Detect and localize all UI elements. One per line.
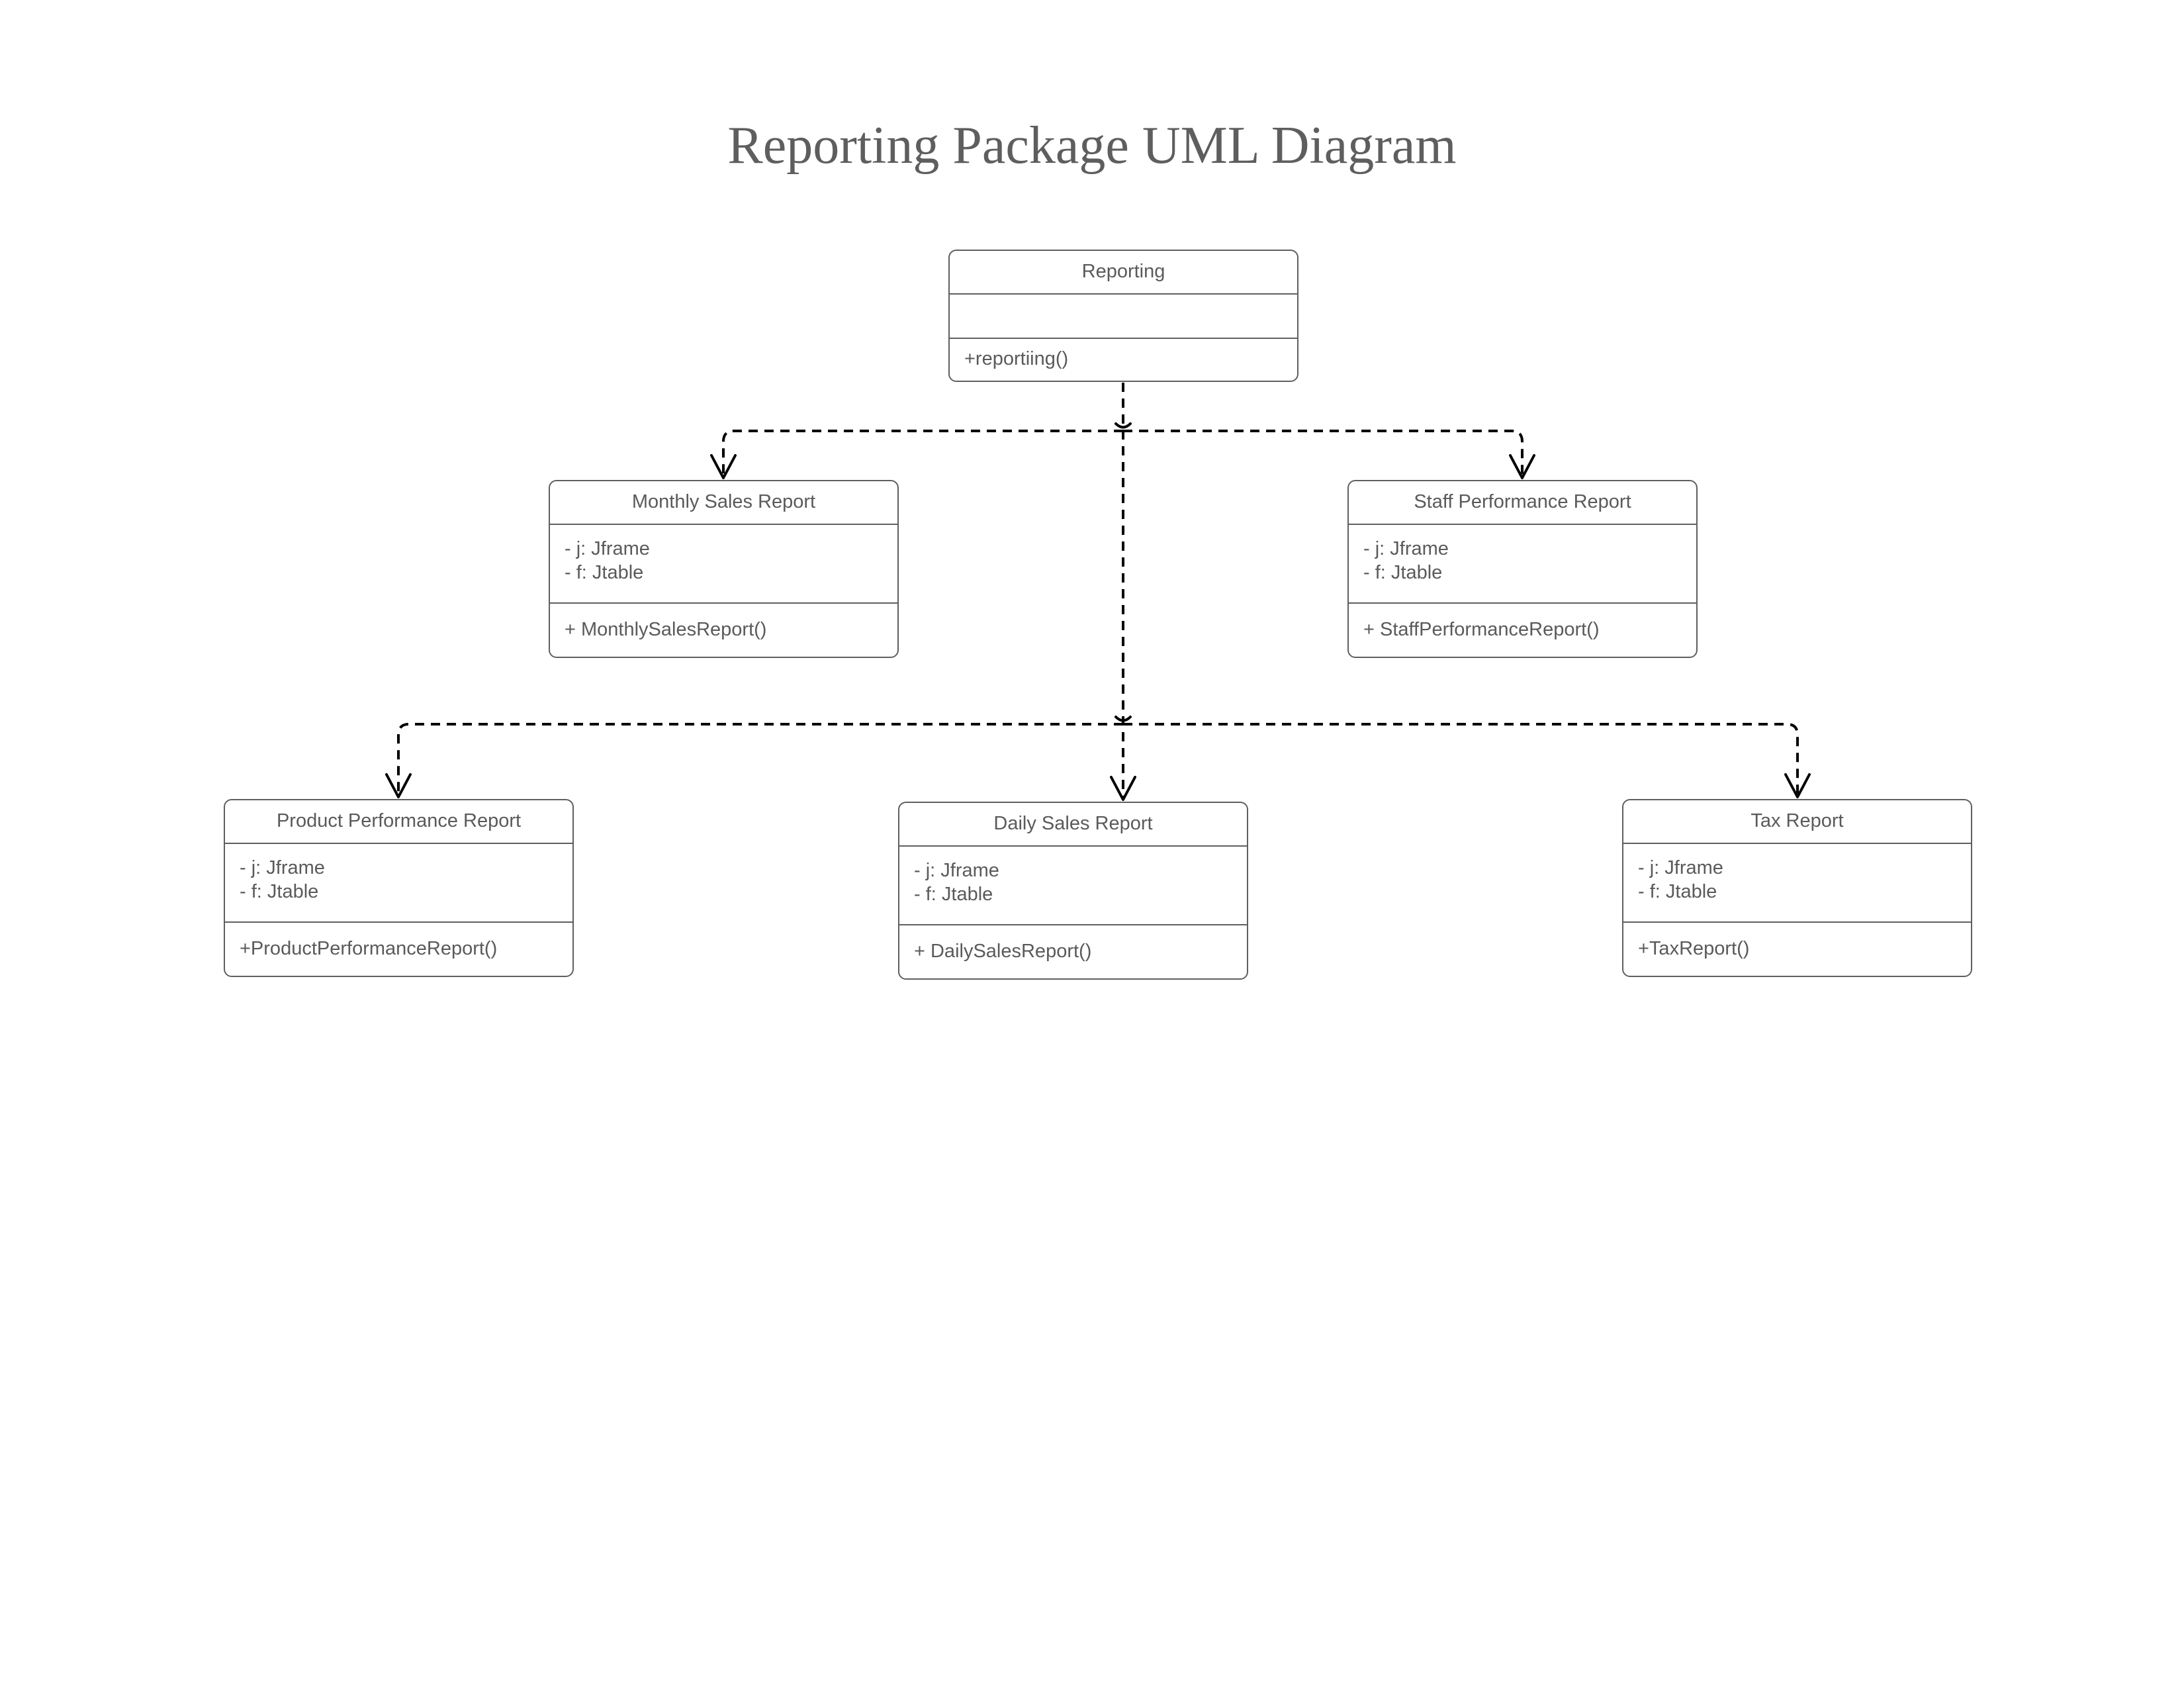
class-name: Tax Report bbox=[1623, 800, 1971, 844]
class-attributes: - j: Jframe - f: Jtable bbox=[1623, 844, 1971, 923]
operation: +reportiing() bbox=[964, 348, 1069, 369]
operation: +ProductPerformanceReport() bbox=[240, 938, 498, 959]
class-name: Reporting bbox=[950, 251, 1297, 295]
connector-to-staff-performance-report bbox=[1123, 430, 1524, 475]
attribute: - f: Jtable bbox=[565, 562, 644, 583]
class-name: Daily Sales Report bbox=[899, 803, 1247, 847]
class-attributes: - j: Jframe - f: Jtable bbox=[1349, 525, 1696, 604]
class-operations: + DailySalesReport() bbox=[899, 925, 1247, 978]
connector-to-product-performance-report bbox=[397, 723, 1123, 794]
attribute: - j: Jframe bbox=[1638, 857, 1723, 878]
class-tax-report[interactable]: Tax Report - j: Jframe - f: Jtable +TaxR… bbox=[1622, 799, 1972, 977]
class-attributes: - j: Jframe - f: Jtable bbox=[225, 844, 572, 923]
attribute: - f: Jtable bbox=[1363, 562, 1443, 583]
class-daily-sales-report[interactable]: Daily Sales Report - j: Jframe - f: Jtab… bbox=[898, 802, 1248, 980]
class-operations: +reportiing() bbox=[950, 339, 1297, 381]
class-operations: + StaffPerformanceReport() bbox=[1349, 604, 1696, 657]
connector-to-tax-report bbox=[1123, 723, 1799, 794]
class-attributes bbox=[950, 295, 1297, 339]
class-reporting[interactable]: Reporting +reportiing() bbox=[948, 250, 1298, 382]
arrowhead-tax-report bbox=[1784, 773, 1811, 798]
junction-lower bbox=[1115, 716, 1132, 722]
attribute: - f: Jtable bbox=[1638, 881, 1717, 902]
attribute: - j: Jframe bbox=[914, 860, 999, 881]
arrowhead-daily-sales-report bbox=[1110, 776, 1136, 801]
operation: + MonthlySalesReport() bbox=[565, 619, 767, 640]
class-operations: +TaxReport() bbox=[1623, 923, 1971, 976]
class-operations: + MonthlySalesReport() bbox=[550, 604, 897, 657]
attribute: - f: Jtable bbox=[914, 884, 993, 905]
operation: +TaxReport() bbox=[1638, 938, 1750, 959]
class-product-performance-report[interactable]: Product Performance Report - j: Jframe -… bbox=[224, 799, 574, 977]
class-name: Product Performance Report bbox=[225, 800, 572, 844]
class-monthly-sales-report[interactable]: Monthly Sales Report - j: Jframe - f: Jt… bbox=[549, 480, 899, 658]
arrowhead-monthly-sales-report bbox=[710, 454, 737, 479]
class-name: Staff Performance Report bbox=[1349, 481, 1696, 525]
class-attributes: - j: Jframe - f: Jtable bbox=[899, 847, 1247, 925]
connector-to-monthly-sales-report bbox=[722, 430, 1123, 475]
junction-upper bbox=[1115, 422, 1132, 429]
arrowhead-staff-performance-report bbox=[1509, 454, 1535, 479]
operation: + StaffPerformanceReport() bbox=[1363, 619, 1600, 640]
class-attributes: - j: Jframe - f: Jtable bbox=[550, 525, 897, 604]
page-title: Reporting Package UML Diagram bbox=[727, 117, 1457, 175]
operation: + DailySalesReport() bbox=[914, 941, 1092, 962]
attribute: - j: Jframe bbox=[1363, 538, 1449, 559]
attribute: - j: Jframe bbox=[240, 857, 325, 878]
attribute: - j: Jframe bbox=[565, 538, 650, 559]
class-name: Monthly Sales Report bbox=[550, 481, 897, 525]
attribute: - f: Jtable bbox=[240, 881, 319, 902]
class-staff-performance-report[interactable]: Staff Performance Report - j: Jframe - f… bbox=[1347, 480, 1698, 658]
class-operations: +ProductPerformanceReport() bbox=[225, 923, 572, 976]
arrowhead-product-performance-report bbox=[385, 773, 412, 798]
